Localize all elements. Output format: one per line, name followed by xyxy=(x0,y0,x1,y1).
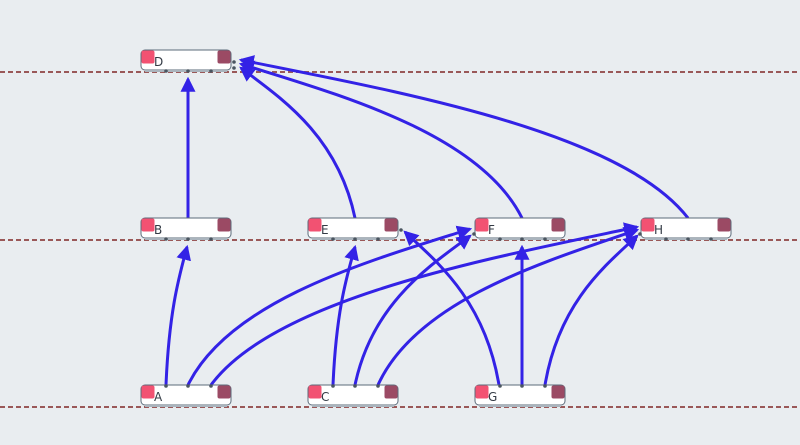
node-right-tab xyxy=(717,218,731,232)
port-dot-0[interactable] xyxy=(664,237,668,241)
edge-g-to-e[interactable] xyxy=(403,230,501,386)
port-dot-0[interactable] xyxy=(498,237,502,241)
port-dot-0[interactable] xyxy=(164,237,168,241)
port-dot-0[interactable] xyxy=(331,237,335,241)
node-right-tab xyxy=(217,218,231,232)
port-dot-0[interactable] xyxy=(331,384,335,388)
node-label: A xyxy=(154,390,163,404)
node-left-tab xyxy=(141,385,155,399)
edge-c-to-f[interactable] xyxy=(353,234,472,386)
port-dot-1[interactable] xyxy=(353,384,357,388)
port-dot-2[interactable] xyxy=(543,237,547,241)
port-dot-1[interactable] xyxy=(186,237,190,241)
node-left-tab xyxy=(475,218,489,232)
node-f-side-port[interactable] xyxy=(472,232,476,236)
node-f[interactable]: F xyxy=(474,217,566,241)
port-dot-1[interactable] xyxy=(353,237,357,241)
node-label: F xyxy=(488,223,495,237)
node-e-side-port[interactable] xyxy=(399,228,403,232)
node-left-tab xyxy=(308,218,322,232)
port-dot-2[interactable] xyxy=(709,237,713,241)
node-c[interactable]: C xyxy=(307,384,399,407)
node-b[interactable]: B xyxy=(140,217,232,241)
port-dot-0[interactable] xyxy=(164,384,168,388)
node-left-tab xyxy=(141,218,155,232)
edge-e-to-d[interactable] xyxy=(239,66,357,219)
port-dot-1[interactable] xyxy=(520,237,524,241)
edge-a-to-b[interactable] xyxy=(164,244,191,386)
port-dot-0[interactable] xyxy=(498,384,502,388)
node-left-tab xyxy=(141,50,155,64)
node-label: H xyxy=(654,223,663,237)
node-left-tab xyxy=(308,385,322,399)
node-right-tab xyxy=(217,50,231,64)
node-left-tab xyxy=(475,385,489,399)
port-dot-2[interactable] xyxy=(376,384,380,388)
node-label: D xyxy=(154,55,163,69)
node-right-tab xyxy=(551,385,565,399)
port-dot-2[interactable] xyxy=(376,237,380,241)
edge-g-to-h[interactable] xyxy=(543,234,639,386)
node-g[interactable]: G xyxy=(474,384,566,407)
node-d[interactable]: D xyxy=(140,49,232,73)
port-dot-2[interactable] xyxy=(209,384,213,388)
edge-a-to-h[interactable] xyxy=(209,222,640,386)
edge-c-to-h[interactable] xyxy=(376,227,640,386)
node-label: G xyxy=(488,390,497,404)
edge-f-to-d[interactable] xyxy=(238,60,524,219)
edge-c-to-e[interactable] xyxy=(331,244,359,386)
node-h-side-port[interactable] xyxy=(638,232,642,236)
node-a[interactable]: A xyxy=(140,384,232,407)
edge-a-to-f[interactable] xyxy=(186,225,473,386)
node-right-tab xyxy=(384,218,398,232)
edge-layer xyxy=(164,55,690,386)
port-dot-0[interactable] xyxy=(164,69,168,73)
node-d-side-port-1[interactable] xyxy=(232,66,236,70)
node-right-tab xyxy=(384,385,398,399)
edge-h-to-d[interactable] xyxy=(238,55,690,219)
node-label: C xyxy=(321,390,329,404)
port-dot-1[interactable] xyxy=(186,69,190,73)
node-label: B xyxy=(154,223,162,237)
node-d-side-port-0[interactable] xyxy=(232,60,236,64)
node-right-tab xyxy=(217,385,231,399)
node-right-tab xyxy=(551,218,565,232)
node-left-tab xyxy=(641,218,655,232)
port-dot-2[interactable] xyxy=(209,237,213,241)
port-dot-1[interactable] xyxy=(186,384,190,388)
node-h[interactable]: H xyxy=(640,217,732,241)
port-dot-2[interactable] xyxy=(209,69,213,73)
port-dot-2[interactable] xyxy=(543,384,547,388)
node-e[interactable]: E xyxy=(307,217,399,241)
node-layer: D B E F H A C G xyxy=(140,49,732,407)
port-dot-1[interactable] xyxy=(520,384,524,388)
node-label: E xyxy=(321,223,329,237)
port-dot-1[interactable] xyxy=(686,237,690,241)
